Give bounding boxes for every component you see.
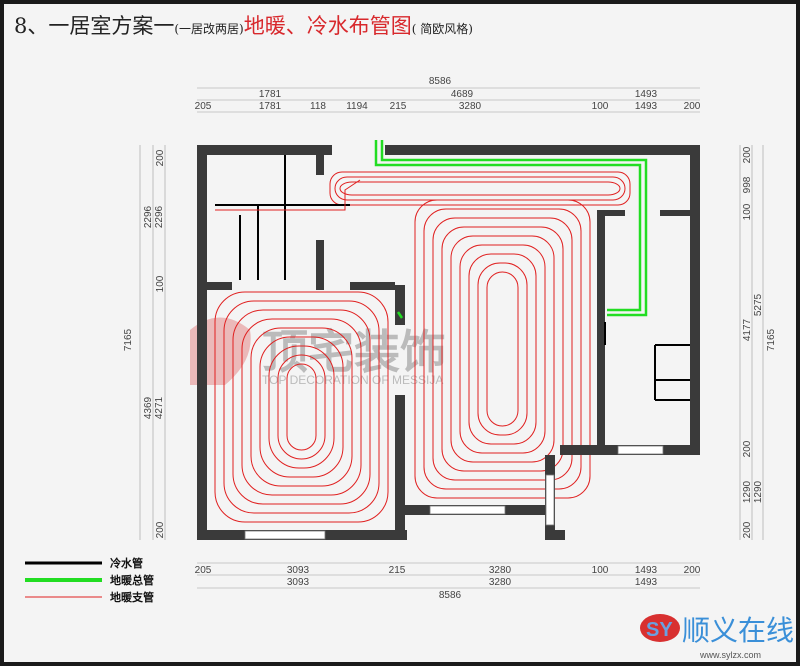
dim-left: 2296 (154, 205, 165, 228)
heating-branch-loop (339, 181, 621, 196)
windows (244, 445, 664, 540)
heating-branch-loop (441, 226, 564, 472)
title-main: 8、一居室方案一 (14, 14, 175, 38)
dim-left: 4271 (154, 396, 165, 419)
heating-branch-loop (250, 327, 353, 487)
heating-branch-loop (334, 176, 626, 201)
heating-branch-loop (286, 363, 317, 451)
dim-bottom: 205 (195, 565, 212, 576)
dim-left: 200 (155, 149, 166, 166)
dim-top: 3280 (459, 101, 482, 112)
red-supply-link (215, 179, 361, 211)
dim-bottom: 3280 (489, 577, 512, 588)
dim-bottom: 1493 (635, 565, 658, 576)
dim-top: 1493 (635, 89, 658, 100)
svg-text:www.sylzx.com: www.sylzx.com (699, 650, 761, 660)
dim-left: 2296 (143, 205, 154, 228)
title-style: ( 简欧风格) (411, 22, 473, 36)
cold-water-pipes (215, 155, 690, 401)
legend-label: 地暖总管 (110, 573, 154, 587)
heating-branch-pipes (214, 171, 631, 523)
dim-top: 1493 (635, 101, 658, 112)
dim-left-total: 7165 (123, 328, 134, 351)
dim-bottom: 3093 (287, 565, 310, 576)
dimension-lines (139, 87, 764, 589)
heating-branch-loop (329, 171, 631, 206)
dim-top: 100 (592, 101, 609, 112)
dim-right: 1290 (742, 480, 753, 503)
dim-top: 1194 (346, 101, 368, 112)
dim-left: 4369 (143, 396, 154, 419)
heating-branch-loop (259, 336, 344, 478)
heating-branch-loop (268, 345, 335, 469)
dim-bottom-total: 8586 (439, 590, 462, 601)
dim-top: 1781 (259, 89, 282, 100)
heating-branch-loop (468, 253, 537, 445)
dim-right-total: 7165 (766, 328, 777, 351)
drawing-sheet (4, 4, 796, 662)
dim-right: 200 (742, 521, 753, 538)
heating-branch-loop (486, 271, 519, 427)
dim-top: 4689 (451, 89, 474, 100)
dim-right: 200 (742, 440, 753, 457)
dim-right: 5275 (753, 293, 764, 316)
svg-text:TOP DECORATION OF MESSIJA: TOP DECORATION OF MESSIJA (262, 373, 443, 387)
dim-top: 1781 (259, 101, 282, 112)
dim-bottom: 1493 (635, 577, 658, 588)
heating-branch-loop (277, 354, 326, 460)
legend-label: 冷水管 (110, 556, 143, 570)
heating-branch-loop (232, 309, 371, 505)
dim-left: 100 (155, 275, 166, 292)
title-sub: (一居改两居) (174, 22, 244, 36)
dim-top: 215 (390, 101, 407, 112)
page-title: 8、一居室方案一(一居改两居)地暖、冷水布管图( 简欧风格) (14, 10, 473, 40)
dim-right: 4177 (742, 318, 753, 341)
dim-right: 200 (742, 146, 753, 163)
svg-text:顺义在线: 顺义在线 (682, 614, 794, 647)
dim-bottom: 100 (592, 565, 609, 576)
dim-bottom: 215 (389, 565, 406, 576)
legend-label: 地暖支管 (110, 590, 154, 604)
dim-right: 100 (742, 203, 753, 220)
dim-top: 200 (684, 101, 701, 112)
title-highlight: 地暖、冷水布管图 (243, 14, 412, 38)
heating-branch-loop (432, 217, 573, 481)
heating-branch-loop (423, 208, 582, 490)
dim-top: 118 (310, 101, 326, 112)
svg-text:SY: SY (646, 619, 673, 641)
dim-right: 998 (742, 176, 753, 193)
heating-branch-loop (477, 262, 528, 436)
heating-main-pipe (374, 140, 648, 319)
legend: 冷水管 地暖总管 地暖支管 (25, 556, 154, 604)
heating-branch-loop (241, 318, 362, 496)
dim-top: 205 (195, 101, 212, 112)
dim-top-total: 8586 (429, 76, 452, 87)
dim-right: 1290 (753, 480, 764, 503)
heating-branch-loop (450, 235, 555, 463)
dim-bottom: 3280 (489, 565, 512, 576)
heating-branch-loop (223, 300, 380, 514)
heating-branch-loop (459, 244, 546, 454)
dim-bottom: 3093 (287, 577, 310, 588)
heating-branch-loop (214, 291, 389, 523)
dim-bottom: 200 (684, 565, 701, 576)
dim-left: 200 (155, 521, 166, 538)
corner-logo: SY 顺义在线 www.sylzx.com (640, 614, 794, 660)
